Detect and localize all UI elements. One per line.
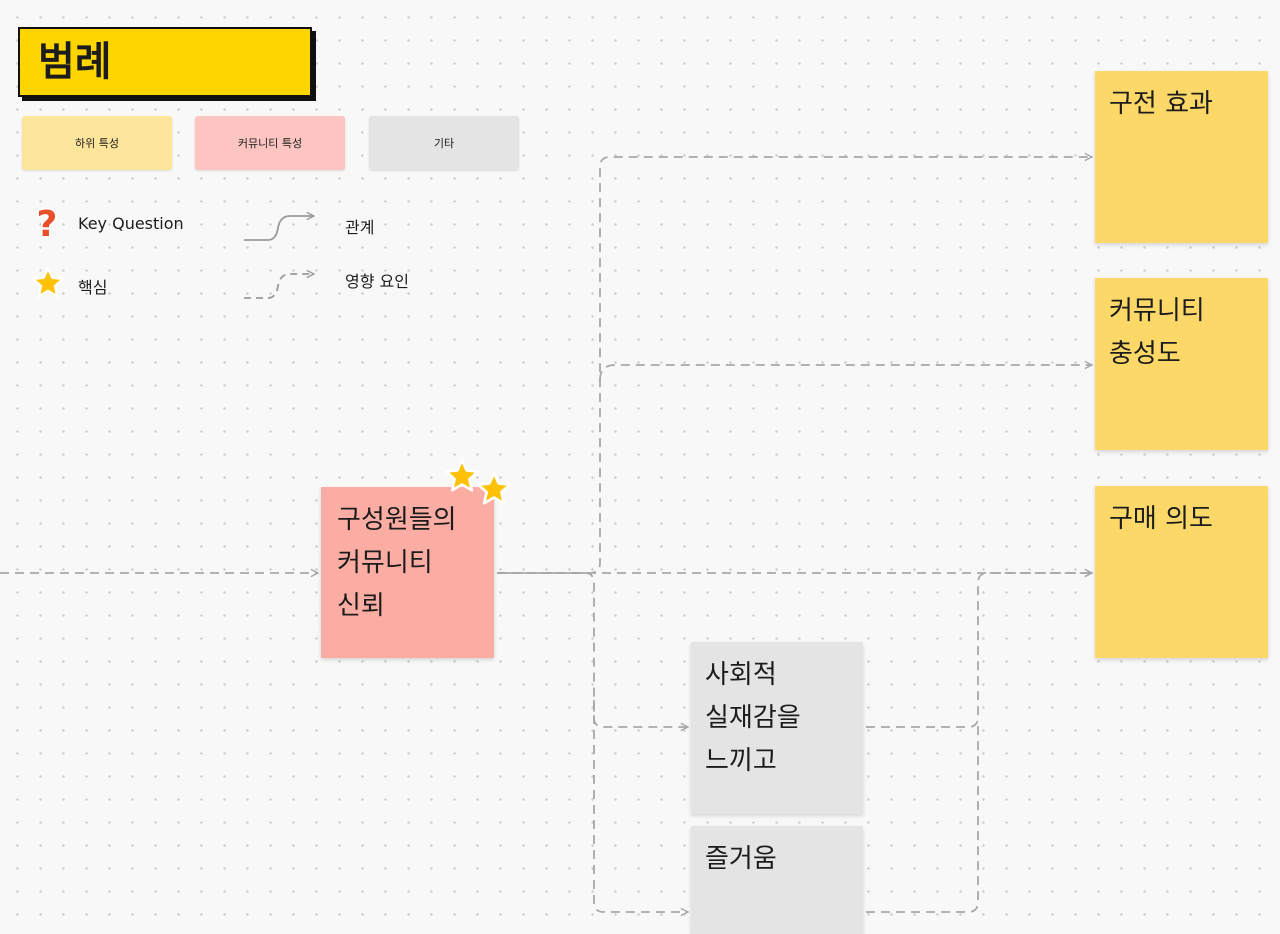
legend-title: 범례 — [18, 27, 312, 97]
note-purchase-intent[interactable]: 구매 의도 — [1095, 486, 1268, 658]
note-word-of-mouth[interactable]: 구전 효과 — [1095, 71, 1268, 243]
note-line: 실재감을 — [705, 703, 801, 733]
note-line: 커뮤니티 — [1109, 296, 1205, 326]
influence-arrow-loyalty — [599, 365, 1092, 381]
note-line: 사회적 — [705, 660, 777, 690]
legend-swatch-sub-characteristic: 하위 특성 — [22, 116, 172, 170]
note-line: 느끼고 — [705, 746, 777, 776]
influence-line-sample — [244, 264, 318, 299]
influence-arrow-social-to-purchase — [866, 573, 1092, 728]
legend-relation-label: 관계 — [345, 218, 375, 237]
note-community-loyalty[interactable]: 커뮤니티 충성도 — [1095, 278, 1268, 450]
legend-core-label: 핵심 — [78, 278, 108, 297]
legend-key-question-label: Key Question — [78, 214, 184, 233]
note-line: 구전 효과 — [1109, 89, 1213, 119]
influence-arrow-enjoyment-to-purchase — [866, 720, 979, 913]
legend-swatch-community-characteristic: 커뮤니티 특성 — [195, 116, 345, 170]
legend-swatch-other: 기타 — [369, 116, 519, 170]
star-icon — [476, 471, 512, 507]
note-line: 신뢰 — [337, 591, 385, 621]
relation-line-sample — [244, 206, 318, 241]
question-mark-icon: ? — [33, 205, 61, 243]
note-community-trust[interactable]: 구성원들의 커뮤니티 신뢰 — [321, 487, 494, 658]
note-social-presence[interactable]: 사회적 실재감을 느끼고 — [691, 642, 863, 814]
star-icon — [31, 266, 65, 300]
note-enjoyment[interactable]: 즐거움 — [691, 826, 863, 934]
relation-arrow-enjoyment — [593, 700, 688, 912]
legend-influence-label: 영향 요인 — [345, 272, 409, 291]
star-icon — [444, 458, 480, 494]
note-line: 커뮤니티 — [337, 548, 433, 578]
note-line: 구매 의도 — [1109, 504, 1213, 534]
svg-text:?: ? — [37, 205, 58, 243]
note-line: 구성원들의 — [337, 505, 457, 535]
relation-arrow-social-presence — [584, 572, 688, 727]
note-line: 즐거움 — [705, 844, 777, 874]
note-line: 충성도 — [1109, 339, 1181, 369]
